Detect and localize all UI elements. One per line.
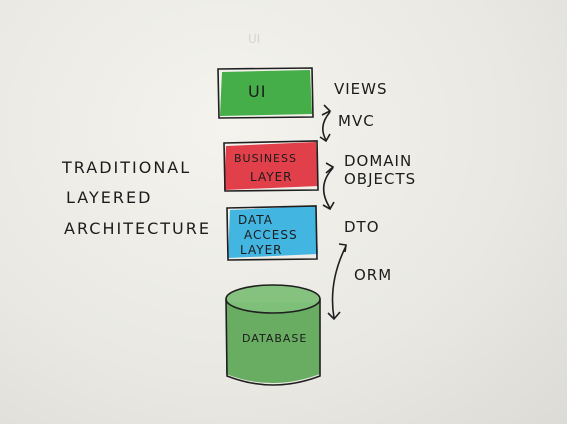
views-label: VIEWS	[334, 80, 388, 98]
faint-background-text: UI	[248, 32, 261, 46]
mvc-label: MVC	[338, 112, 375, 130]
database-label: DATABASE	[242, 332, 308, 345]
data-access-label-1: DATA	[238, 213, 273, 227]
arrow-mvc	[319, 104, 332, 143]
caption-line-1: TRADITIONAL	[62, 158, 192, 177]
domain-objects-label: DOMAIN OBJECTS	[344, 152, 417, 188]
orm-label: ORM	[354, 266, 393, 284]
business-layer-box	[223, 140, 319, 192]
arrow-orm	[327, 243, 347, 321]
ui-layer-box	[217, 67, 314, 119]
business-layer-label-2: LAYER	[250, 170, 293, 184]
caption-line-2: LAYERED	[66, 188, 153, 207]
ui-layer-label: UI	[248, 82, 267, 101]
arrow-domain-objects	[322, 162, 335, 211]
data-access-label-3: LAYER	[240, 243, 283, 257]
database-cylinder	[225, 284, 321, 386]
caption-line-3: ARCHITECTURE	[64, 219, 211, 238]
dto-label: DTO	[344, 218, 380, 236]
data-access-layer-box	[226, 205, 318, 261]
business-layer-label-1: BUSINESS	[234, 152, 297, 165]
data-access-label-2: ACCESS	[244, 228, 298, 242]
